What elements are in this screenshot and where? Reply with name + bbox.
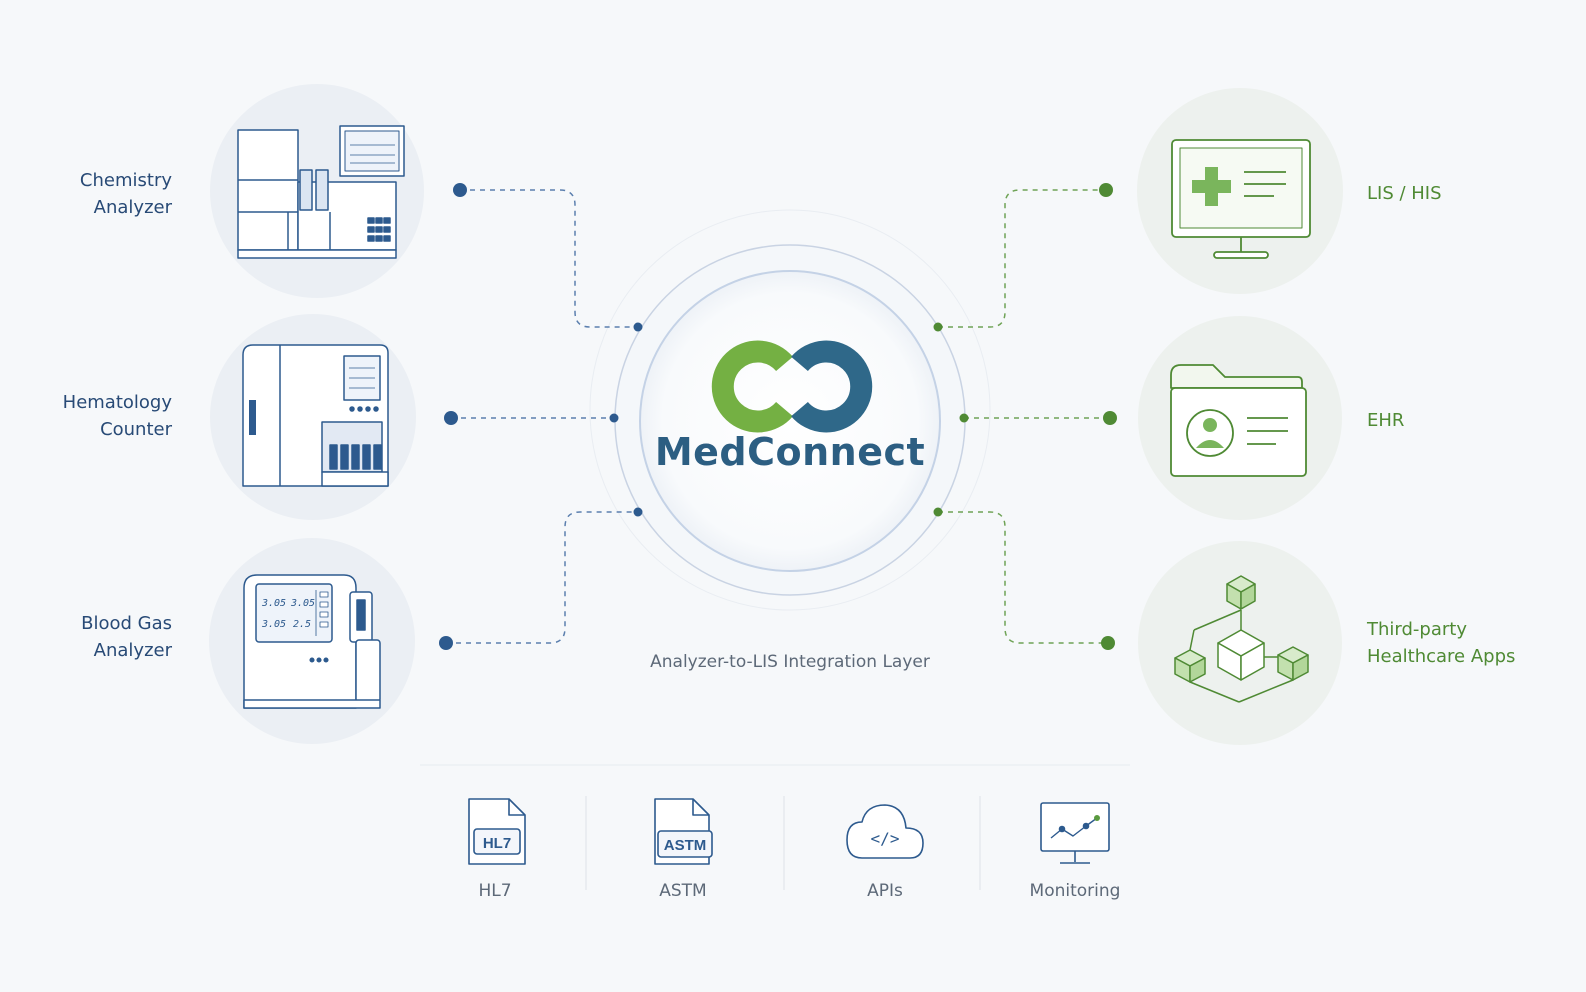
source-label-line: Chemistry — [79, 170, 172, 191]
analyzer-screen-value: 3.05 — [290, 598, 315, 609]
hub-node — [633, 507, 643, 517]
connector-node — [1101, 636, 1115, 650]
astm-file-icon — [654, 798, 713, 865]
hub-node — [933, 507, 943, 517]
tagline: Analyzer-to-LIS Integration Layer — [650, 652, 930, 672]
feature-dividers — [585, 796, 981, 890]
destination-label-ehr: EHR — [1367, 407, 1404, 434]
destination-label-line: Third-party — [1367, 619, 1467, 640]
analyzer-screen-value: 2.5 — [293, 619, 311, 630]
brand-name: MedConnect — [654, 430, 926, 474]
right-connectors — [938, 189, 1110, 644]
connector-node — [1103, 411, 1117, 425]
left-connectors — [446, 189, 638, 644]
feature-label-hl7: HL7 — [478, 881, 512, 901]
feature-label-astm: ASTM — [659, 881, 707, 901]
connector-blood-gas — [446, 511, 638, 644]
source-label-line: Blood Gas — [81, 613, 172, 634]
connector-apps — [938, 511, 1108, 644]
connector-chemistry — [460, 189, 638, 328]
hub-node — [933, 322, 943, 332]
lis-monitor-icon — [1171, 139, 1311, 259]
source-label-hematology: Hematology Counter — [63, 389, 172, 443]
analyzer-screen-value: 3.05 — [261, 598, 286, 609]
destination-label-line: LIS / HIS — [1367, 183, 1442, 204]
hematology-counter-icon — [242, 344, 389, 487]
hub — [589, 209, 991, 611]
medconnect-logo-icon — [711, 340, 873, 433]
source-label-blood-gas: Blood Gas Analyzer — [81, 610, 172, 664]
hub-node — [609, 413, 619, 423]
chemistry-analyzer-icon — [237, 125, 405, 259]
feature-label-monitoring: Monitoring — [1029, 881, 1121, 901]
connector-node — [1099, 183, 1113, 197]
connector-lis — [938, 189, 1106, 328]
destination-label-apps: Third-party Healthcare Apps — [1367, 616, 1515, 670]
ehr-folder-icon — [1170, 364, 1307, 477]
connector-node — [439, 636, 453, 650]
source-label-line: Hematology — [62, 392, 172, 413]
analyzer-screen-value: 3.05 — [261, 619, 286, 630]
feature-label-apis: APIs — [867, 881, 903, 901]
connector-node — [453, 183, 467, 197]
hl7-file-icon — [468, 798, 526, 865]
blood-gas-analyzer-icon — [243, 574, 381, 709]
destination-label-lis: LIS / HIS — [1367, 180, 1442, 207]
destination-label-line: Healthcare Apps — [1367, 646, 1516, 667]
monitoring-screen-icon — [1040, 802, 1110, 864]
apps-cubes-icon — [1174, 575, 1309, 703]
source-label-chemistry: Chemistry Analyzer — [80, 167, 172, 221]
cloud-api-icon — [846, 804, 924, 859]
astm-badge-text: ASTM — [664, 837, 707, 854]
hub-node — [633, 322, 643, 332]
source-label-line: Analyzer — [93, 640, 172, 661]
source-label-line: Counter — [100, 419, 172, 440]
hl7-badge-text: HL7 — [483, 835, 511, 852]
source-label-line: Analyzer — [93, 197, 172, 218]
hub-node — [959, 413, 969, 423]
api-code-glyph: </> — [871, 829, 900, 848]
destination-label-line: EHR — [1367, 410, 1405, 431]
connector-node — [444, 411, 458, 425]
